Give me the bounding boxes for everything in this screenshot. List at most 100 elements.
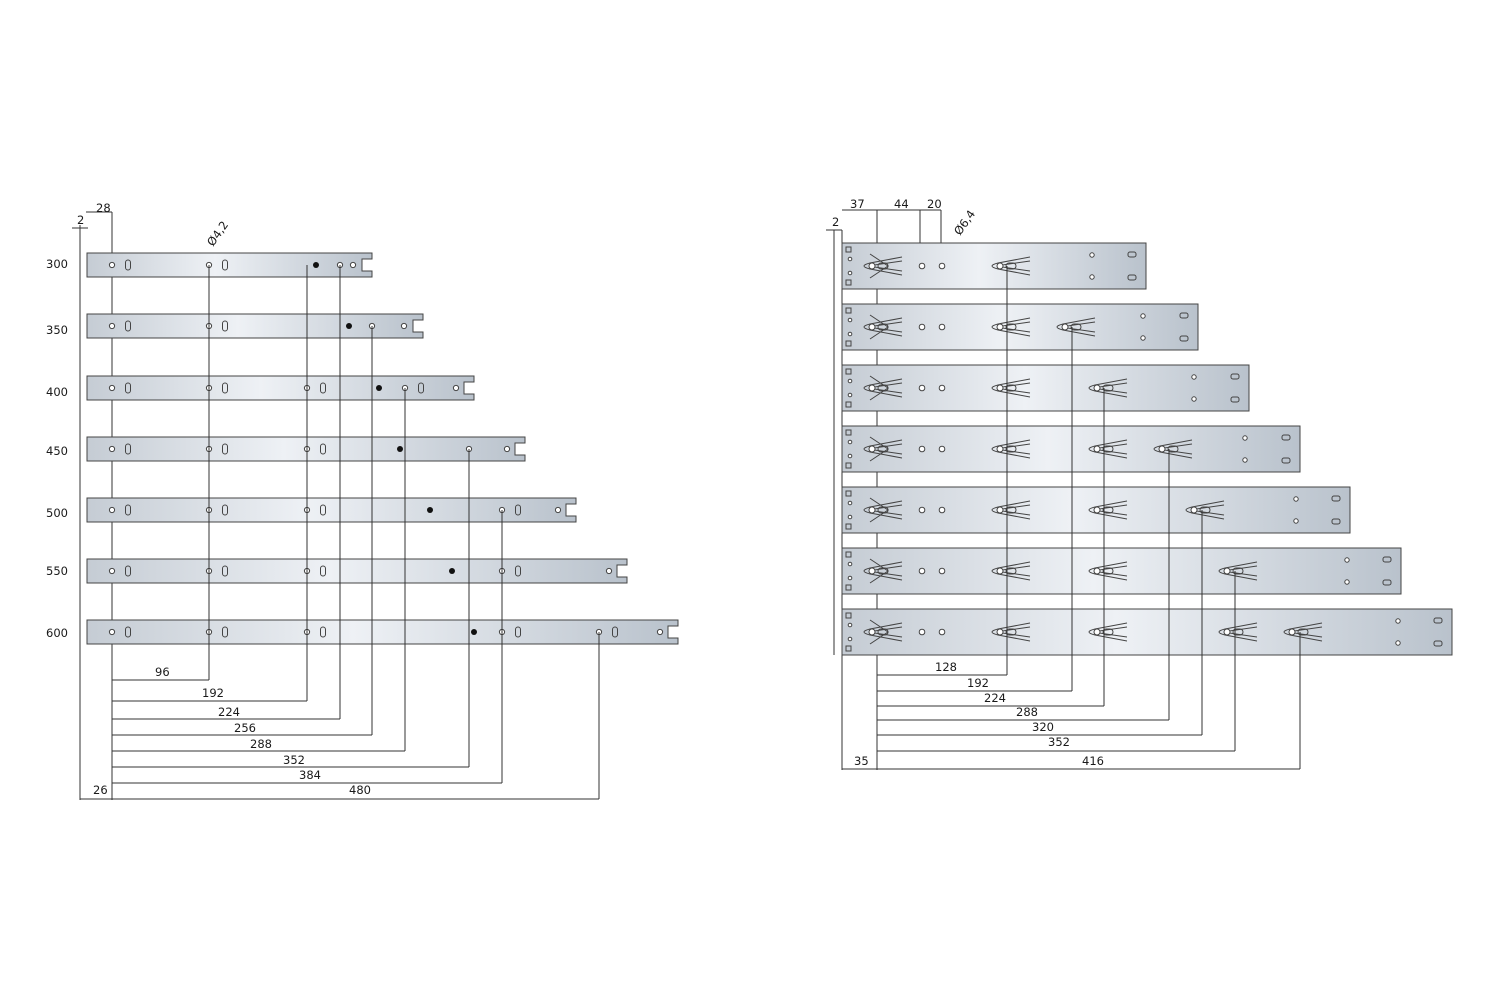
fork-bracket bbox=[1088, 439, 1128, 459]
right-dim-416: 416 bbox=[1082, 754, 1104, 768]
end-hole bbox=[1089, 274, 1095, 280]
front-fork-tail bbox=[869, 558, 889, 584]
corner-square bbox=[845, 368, 852, 375]
oval-slot bbox=[125, 259, 131, 271]
row-label-500: 500 bbox=[46, 506, 68, 520]
stop-hole bbox=[313, 262, 319, 268]
mounting-hole bbox=[918, 323, 926, 331]
fork-slot bbox=[1102, 506, 1114, 514]
left-dimensions bbox=[80, 265, 600, 800]
oval-slot bbox=[320, 504, 326, 516]
fork-bracket bbox=[1218, 622, 1258, 642]
left-rail-350 bbox=[86, 313, 424, 339]
fork-slot bbox=[1167, 445, 1179, 453]
end-hole bbox=[554, 506, 562, 514]
fork-hole bbox=[868, 262, 876, 270]
fork-bracket bbox=[1218, 561, 1258, 581]
right-rails bbox=[841, 242, 1453, 656]
fork-hole bbox=[996, 323, 1004, 331]
right-hole-diameter-label: Ø6,4 bbox=[951, 207, 978, 237]
oval-slot bbox=[222, 382, 228, 394]
row-label-400: 400 bbox=[46, 385, 68, 399]
end-slot bbox=[1331, 518, 1341, 525]
oval-slot bbox=[125, 565, 131, 577]
left-rail-600 bbox=[86, 619, 679, 645]
fork-slot bbox=[1297, 628, 1309, 636]
left-dim-labels: 96 192 224 256 288 352 384 480 26 bbox=[93, 665, 371, 797]
right-dim-320: 320 bbox=[1032, 720, 1054, 734]
fork-hole bbox=[1093, 445, 1101, 453]
end-hole bbox=[1140, 313, 1146, 319]
fork-slot bbox=[1005, 323, 1017, 331]
mounting-hole bbox=[918, 384, 926, 392]
end-hole bbox=[1242, 435, 1248, 441]
corner-square bbox=[845, 401, 852, 408]
corner-square bbox=[845, 340, 852, 347]
fork-slot bbox=[1199, 506, 1211, 514]
corner-square bbox=[845, 584, 852, 591]
fork-hole bbox=[1061, 323, 1069, 331]
fork-bracket bbox=[1153, 439, 1193, 459]
mounting-hole bbox=[108, 567, 116, 575]
small-hole bbox=[847, 331, 853, 337]
right-dim-2-label: 2 bbox=[832, 215, 839, 229]
right-rail-500 bbox=[841, 486, 1351, 534]
fork-hole bbox=[1093, 384, 1101, 392]
mounting-hole bbox=[938, 323, 946, 331]
fork-hole bbox=[868, 384, 876, 392]
small-hole bbox=[847, 575, 853, 581]
fork-hole bbox=[996, 628, 1004, 636]
row-label-450: 450 bbox=[46, 444, 68, 458]
mounting-hole bbox=[108, 261, 116, 269]
end-hole bbox=[656, 628, 664, 636]
front-fork-bracket bbox=[863, 439, 903, 459]
right-dim-35: 35 bbox=[854, 754, 869, 768]
end-slot bbox=[1382, 556, 1392, 563]
rail-body bbox=[841, 303, 1199, 351]
small-hole bbox=[847, 453, 853, 459]
end-hole bbox=[1191, 374, 1197, 380]
fork-hole bbox=[1288, 628, 1296, 636]
fork-slot bbox=[1232, 567, 1244, 575]
corner-square bbox=[845, 429, 852, 436]
fork-slot bbox=[1005, 445, 1017, 453]
right-rail-450 bbox=[841, 425, 1301, 473]
rail-body bbox=[841, 242, 1147, 290]
fork-bracket bbox=[991, 500, 1031, 520]
rail-body bbox=[86, 313, 424, 339]
fork-bracket bbox=[1088, 500, 1128, 520]
fork-slot bbox=[1005, 628, 1017, 636]
stop-hole bbox=[449, 568, 455, 574]
small-hole bbox=[847, 439, 853, 445]
small-hole bbox=[847, 256, 853, 262]
small-hole bbox=[847, 270, 853, 276]
fork-hole bbox=[868, 323, 876, 331]
fork-slot bbox=[1102, 384, 1114, 392]
fork-hole bbox=[868, 567, 876, 575]
left-rail-400 bbox=[86, 375, 475, 401]
front-fork-bracket bbox=[863, 378, 903, 398]
corner-square bbox=[845, 307, 852, 314]
rail-body bbox=[841, 608, 1453, 656]
corner-square bbox=[845, 551, 852, 558]
small-hole bbox=[847, 378, 853, 384]
front-fork-tail bbox=[869, 253, 889, 279]
front-fork-tail bbox=[869, 497, 889, 523]
fork-slot bbox=[1005, 506, 1017, 514]
end-hole bbox=[1140, 335, 1146, 341]
oval-slot bbox=[320, 626, 326, 638]
rail-body bbox=[841, 425, 1301, 473]
oval-slot bbox=[125, 504, 131, 516]
right-dim-352: 352 bbox=[1048, 735, 1070, 749]
fork-bracket bbox=[991, 561, 1031, 581]
end-slot bbox=[1281, 434, 1291, 441]
oval-slot bbox=[320, 565, 326, 577]
rail-body bbox=[841, 547, 1402, 595]
fork-hole bbox=[996, 262, 1004, 270]
right-dim-128: 128 bbox=[935, 660, 957, 674]
left-dim-352: 352 bbox=[283, 753, 305, 767]
right-rail-350 bbox=[841, 303, 1199, 351]
oval-slot bbox=[515, 565, 521, 577]
end-slot bbox=[1179, 335, 1189, 342]
